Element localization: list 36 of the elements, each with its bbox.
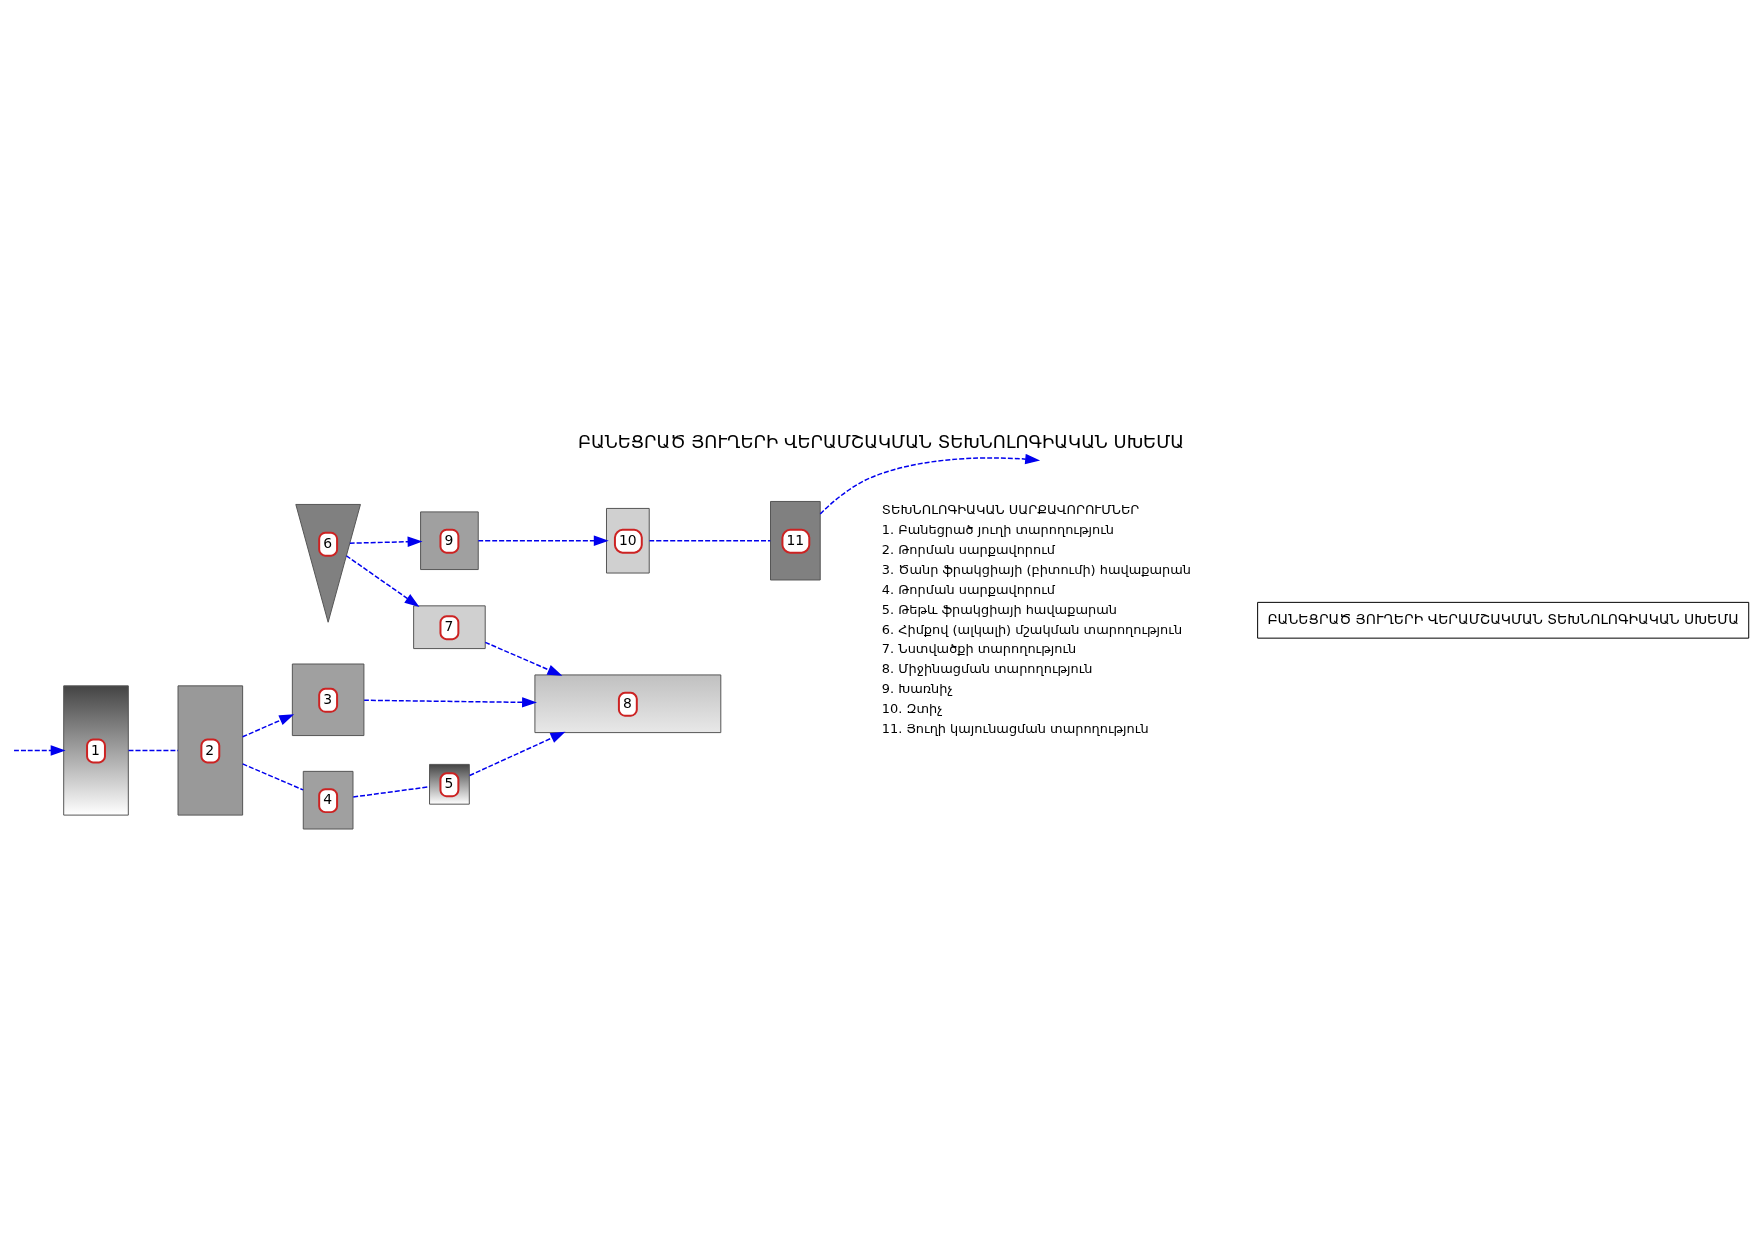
label: ԲԱՆԵՑՐԱԾ ՅՈՒՂԵՐԻ ՎԵՐԱՄՇԱԿՄԱՆ ՏԵԽՆՈԼՈԳԻԱԿԱՆ ՍԽԵՄԱ	[1267, 610, 1739, 627]
label: 10. Զտիչ	[881, 700, 943, 716]
label: 11. Յուղի կայունացման տարողություն	[881, 720, 1149, 736]
connector	[127, 749, 179, 751]
label: 5. Թեթև ֆրակցիայի հավաքարան	[881, 601, 1117, 617]
arrow	[349, 536, 423, 547]
node-box: 5	[429, 763, 470, 805]
node-box: 3	[291, 663, 365, 736]
label: 4. Թորման սարքավորում	[881, 581, 1055, 597]
node-box: 4	[302, 770, 354, 829]
node-box: 2	[177, 684, 244, 816]
arrow	[477, 535, 609, 546]
arrow	[363, 696, 537, 708]
node-box: 8	[534, 673, 722, 733]
arrow	[345, 554, 420, 607]
label: 1. Բանեցրած յուղի տարողություն	[881, 521, 1114, 537]
connector	[241, 762, 304, 791]
connector	[648, 539, 771, 541]
arrow	[13, 744, 66, 756]
label: 8. Միջինացման տարողություն	[881, 660, 1093, 676]
diagram-title: ԲԱՆԵՑՐԱԾ ՅՈՒՂԵՐԻ ՎԵՐԱՄՇԱԿՄԱՆ ՏԵԽՆՈԼՈԳԻԱԿԱՆ ՍԽԵՄԱ	[577, 430, 1185, 452]
label: 9. Խառնիչ	[881, 680, 953, 696]
arrow	[241, 713, 295, 737]
label: 2. Թորման սարքավորում	[881, 541, 1055, 557]
node-box: 10	[606, 507, 650, 574]
node-box: 9	[420, 510, 479, 570]
label: ՏԵԽՆՈԼՈԳԻԱԿԱՆ ՍԱՐՔԱՎՈՐՈՒՄՆԵՐ	[881, 501, 1140, 517]
node-box: 11	[770, 500, 821, 580]
label: 7. Նստվածքի տարողություն	[881, 640, 1077, 656]
label: 3. Ծանր ֆրակցիայի (բիտումի) հավաքարան	[881, 561, 1191, 577]
arrow	[819, 453, 1041, 515]
node-box: 7	[413, 604, 486, 649]
arrow	[468, 731, 566, 776]
arrow	[484, 641, 563, 676]
label: 6. Հիմքով (ալկալի) մշակման տարողություն	[881, 621, 1183, 637]
node-box: 1	[63, 684, 129, 816]
